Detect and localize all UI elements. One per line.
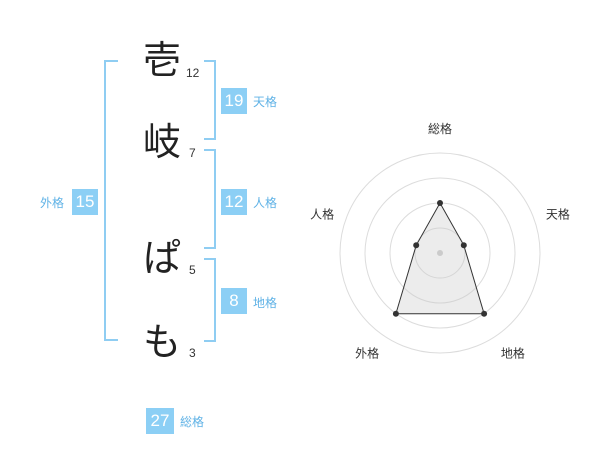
- name-char-2: 岐: [142, 120, 181, 164]
- jinkaku-bracket: [204, 149, 216, 249]
- tenkaku-label: 天格: [253, 95, 278, 109]
- radar-axis-label: 人格: [310, 207, 334, 222]
- jinkaku-value: 12: [221, 189, 247, 215]
- stroke-count-4: 3: [189, 346, 196, 360]
- chikaku-value: 8: [221, 288, 247, 314]
- radar-point-5: [413, 242, 420, 249]
- radar-axis-label: 外格: [355, 345, 379, 360]
- tenkaku-bracket: [204, 60, 216, 140]
- soukaku-label: 総格: [180, 415, 205, 429]
- chikaku-bracket: [204, 258, 216, 342]
- stroke-count-2: 7: [189, 146, 196, 160]
- radar-point-3: [481, 310, 488, 317]
- radar-ring: [364, 177, 516, 329]
- name-char-4: も: [142, 320, 181, 364]
- radar-axis-label: 総格: [428, 121, 452, 136]
- gaikaku-value: 15: [72, 189, 98, 215]
- gaikaku-bracket: [104, 60, 118, 341]
- radar-ring: [339, 152, 541, 354]
- radar-axis-label: 天格: [546, 207, 570, 222]
- jinkaku-label: 人格: [253, 196, 278, 210]
- name-char-3: ぱ: [142, 236, 181, 280]
- radar-ring: [414, 227, 466, 279]
- radar-point-1: [437, 200, 443, 206]
- radar-series-area: [395, 201, 485, 315]
- tenkaku-value: 19: [221, 88, 247, 114]
- stroke-count-1: 12: [186, 66, 200, 80]
- name-char-1: 壱: [142, 38, 181, 82]
- radar-axis-label: 地格: [501, 345, 525, 360]
- soukaku-value: 27: [146, 408, 174, 434]
- radar-point-2: [460, 242, 467, 249]
- radar-point-4: [392, 310, 399, 317]
- chikaku-label: 地格: [253, 296, 278, 310]
- stroke-count-3: 5: [189, 263, 196, 277]
- gaikaku-label: 外格: [40, 196, 65, 210]
- radar-center-dot: [437, 250, 443, 256]
